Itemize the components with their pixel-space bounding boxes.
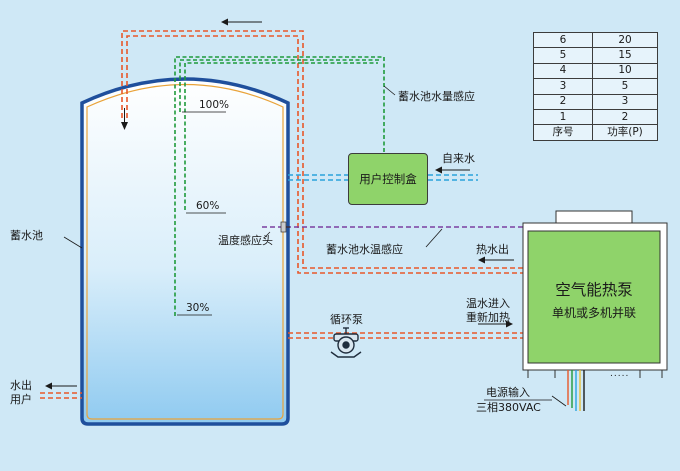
water-level-sensor-label: 蓄水池水量感应 — [398, 90, 475, 103]
hot-loop-pipe — [121, 30, 523, 274]
temp-sensor-leader — [425, 228, 443, 248]
heat-pump-title: 空气能热泵 — [555, 281, 633, 299]
table-cell-power: 15 — [592, 47, 658, 64]
tap-water-arrow-head — [435, 166, 442, 174]
temp-probe-label: 温度感应头 — [218, 234, 273, 247]
water-temp-sensor-label: 蓄水池水温感应 — [326, 243, 403, 256]
power-wires — [567, 370, 585, 411]
temp-probe-connector — [280, 221, 287, 233]
tap-water-label: 自来水 — [442, 152, 475, 165]
reheat-label: 重新加热 — [466, 311, 510, 324]
level-markers — [177, 111, 226, 316]
temp-probe-leader — [263, 231, 271, 239]
hot-out-arrow-head — [478, 256, 485, 264]
hot-water-out-label: 热水出 — [476, 243, 509, 256]
warm-in-arrow-head — [506, 320, 513, 328]
table-cell-index: 1 — [533, 108, 593, 126]
water-out-label: 水出 — [10, 379, 32, 392]
table-cell-index: 4 — [533, 62, 593, 80]
table-header-index: 序号 — [533, 124, 593, 141]
user-control-box-label: 用户控制盒 — [359, 172, 417, 186]
user-control-box: 用户控制盒 — [348, 153, 428, 205]
table-header-power: 功率(P) — [592, 124, 658, 141]
level-100-label: 100% — [199, 99, 230, 111]
level-60-label: 60% — [196, 200, 220, 212]
table-cell-index: 2 — [533, 93, 593, 110]
tap-water-pipe — [288, 174, 478, 181]
power-leader — [551, 395, 567, 407]
power-input-label: 电源输入 — [486, 386, 530, 399]
circulation-pump-label: 循环泵 — [330, 313, 363, 326]
tank-body — [80, 77, 290, 426]
table-cell-index: 3 — [533, 78, 593, 95]
table-cell-index: 6 — [533, 31, 593, 49]
table-cell-power: 5 — [592, 78, 658, 95]
circulation-pipe — [288, 332, 523, 339]
tank-label-leader — [63, 236, 83, 249]
heat-pump-unit — [522, 210, 668, 378]
top-flow-arrow-head — [221, 18, 228, 26]
warm-water-in-label: 温水进入 — [466, 297, 510, 310]
temp-probe-wire — [262, 226, 549, 242]
heat-pump-dots: ..... — [610, 369, 630, 379]
table-cell-index: 5 — [533, 47, 593, 64]
level-30-label: 30% — [186, 302, 210, 314]
level-sensor-leader — [383, 85, 396, 96]
outlet-arrow-head — [45, 382, 52, 390]
tank-label: 蓄水池 — [10, 229, 43, 242]
table-cell-power: 3 — [592, 93, 658, 110]
circulation-pump-icon — [330, 327, 362, 358]
user-label: 用户 — [10, 393, 32, 406]
power-spec-label: 三相380VAC — [476, 401, 541, 414]
tank-inner-lining — [86, 84, 284, 420]
inlet-arrow-head — [121, 122, 128, 130]
user-outlet-pipe — [40, 392, 82, 399]
table-cell-power: 20 — [592, 31, 658, 49]
table-header-row: 序号功率(P) — [533, 124, 658, 141]
table-cell-power: 10 — [592, 62, 658, 80]
level-sensor-wires — [174, 56, 385, 316]
table-cell-power: 2 — [592, 108, 658, 126]
heat-pump-subtitle: 单机或多机并联 — [551, 306, 636, 320]
